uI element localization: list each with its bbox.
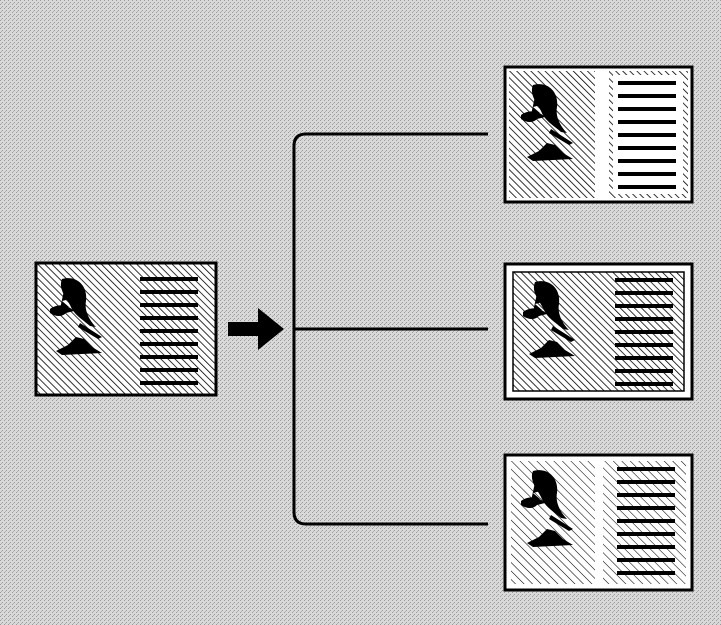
branch-connector xyxy=(292,132,488,526)
output-page-1 xyxy=(503,65,694,204)
source-page xyxy=(34,261,218,397)
output-page-3 xyxy=(503,453,694,592)
text-lines-icon xyxy=(615,278,673,386)
arrow-right-icon xyxy=(228,308,284,350)
text-lines-icon xyxy=(140,277,198,385)
output-page-2 xyxy=(503,262,694,401)
text-lines-icon xyxy=(617,467,675,575)
text-lines-icon xyxy=(618,81,676,189)
